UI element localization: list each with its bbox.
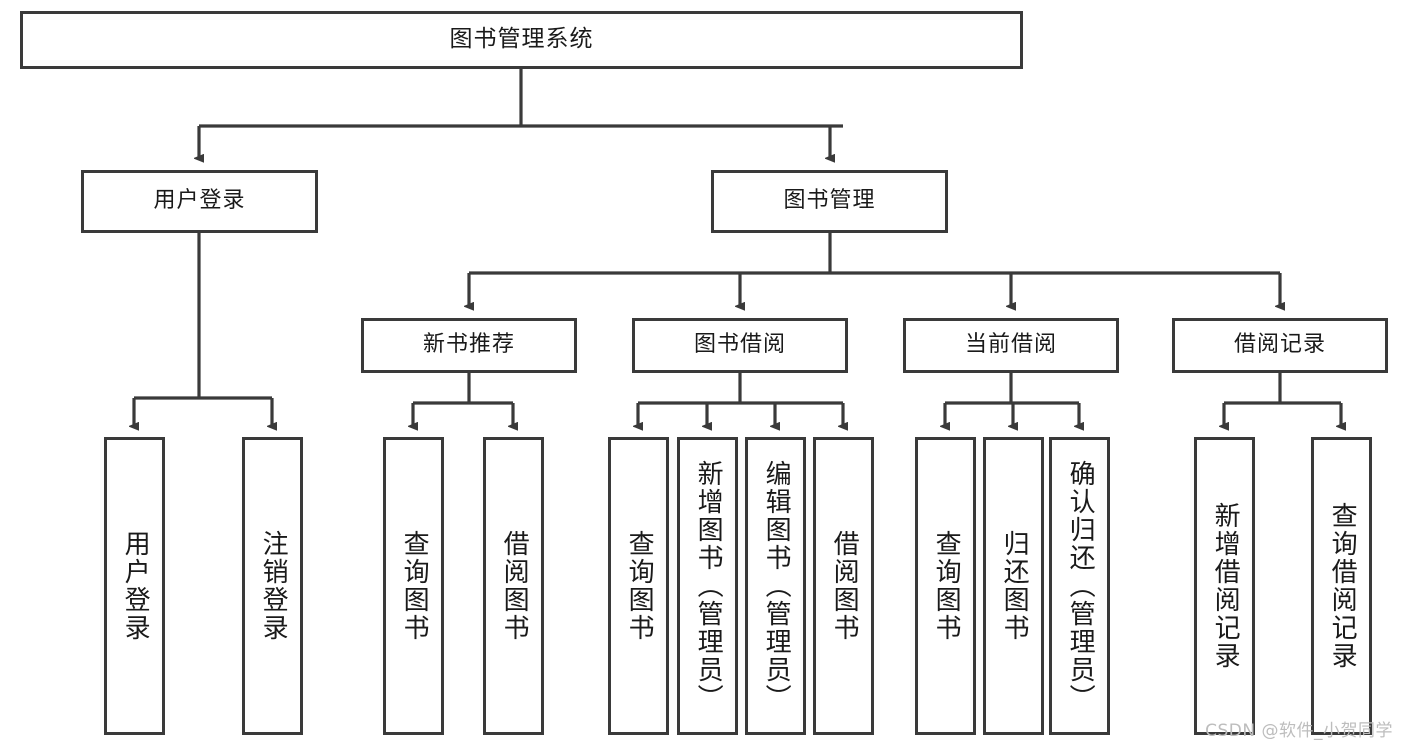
node-label: 用户登录: [120, 530, 151, 642]
node-new-book-recommend[interactable]: 新书推荐: [361, 318, 577, 373]
node-borrow-record[interactable]: 借阅记录: [1172, 318, 1388, 373]
node-label: 图书管理系统: [449, 26, 594, 53]
node-leaf-borrow-book-1[interactable]: 借阅图书: [483, 437, 544, 735]
node-leaf-edit-book[interactable]: 编辑图书（管理员）: [745, 437, 806, 735]
node-label: 借阅记录: [1233, 332, 1326, 358]
node-label: 图书管理: [783, 188, 876, 214]
node-label: 新增借阅记录: [1210, 502, 1241, 670]
node-leaf-query-book-2[interactable]: 查询图书: [608, 437, 669, 735]
node-leaf-user-logout[interactable]: 注销登录: [242, 437, 303, 735]
node-book-borrow[interactable]: 图书借阅: [632, 318, 848, 373]
node-book-management[interactable]: 图书管理: [711, 170, 948, 233]
node-label: 借阅图书: [499, 530, 530, 642]
node-label: 注销登录: [258, 530, 289, 642]
node-root-book-management-system[interactable]: 图书管理系统: [20, 11, 1023, 69]
node-leaf-add-book[interactable]: 新增图书（管理员）: [677, 437, 738, 735]
node-leaf-add-record[interactable]: 新增借阅记录: [1194, 437, 1255, 735]
node-label: 查询图书: [399, 530, 430, 642]
node-label: 归还图书: [999, 530, 1030, 642]
node-label: 新增图书（管理员）: [693, 460, 724, 712]
node-user-login[interactable]: 用户登录: [81, 170, 318, 233]
node-current-borrow[interactable]: 当前借阅: [903, 318, 1119, 373]
node-leaf-query-book-3[interactable]: 查询图书: [915, 437, 976, 735]
node-leaf-user-login[interactable]: 用户登录: [104, 437, 165, 735]
node-label: 借阅图书: [829, 530, 860, 642]
node-label: 用户登录: [153, 188, 246, 214]
node-label: 当前借阅: [964, 332, 1057, 358]
node-label: 图书借阅: [693, 332, 786, 358]
csdn-watermark: CSDN @软件_小贺同学: [1205, 721, 1393, 741]
node-label: 查询图书: [624, 530, 655, 642]
node-leaf-query-record[interactable]: 查询借阅记录: [1311, 437, 1372, 735]
node-leaf-borrow-book-2[interactable]: 借阅图书: [813, 437, 874, 735]
node-label: 确认归还（管理员）: [1065, 460, 1096, 712]
node-leaf-confirm-return[interactable]: 确认归还（管理员）: [1049, 437, 1110, 735]
node-leaf-return-book[interactable]: 归还图书: [983, 437, 1044, 735]
node-leaf-query-book-1[interactable]: 查询图书: [383, 437, 444, 735]
node-label: 编辑图书（管理员）: [761, 460, 792, 712]
node-label: 新书推荐: [422, 332, 515, 358]
node-label: 查询图书: [931, 530, 962, 642]
node-label: 查询借阅记录: [1327, 502, 1358, 670]
